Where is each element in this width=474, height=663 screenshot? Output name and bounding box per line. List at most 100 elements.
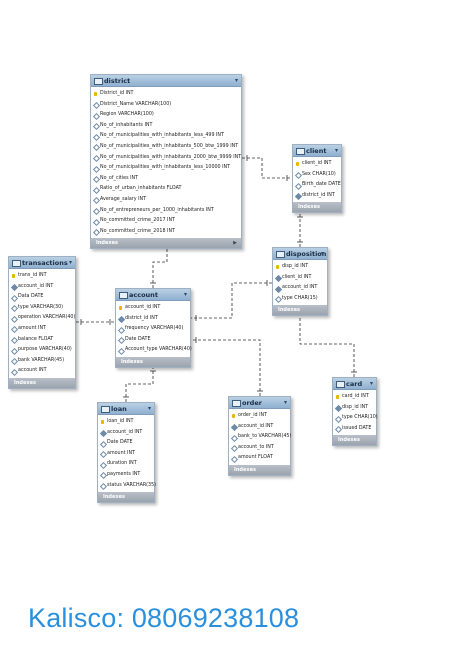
- column-icon: [10, 337, 19, 345]
- indexes-label: Indexes: [278, 307, 300, 314]
- table-header-transactions[interactable]: transactions▾: [9, 257, 75, 269]
- column-row[interactable]: No_of_inhabitants INT: [91, 121, 241, 132]
- column-row[interactable]: District_id INT: [91, 89, 241, 100]
- column-row[interactable]: Region VARCHAR(100): [91, 110, 241, 121]
- column-row[interactable]: Birth_date DATE: [293, 180, 341, 191]
- column-row[interactable]: Account_type VARCHAR(40): [116, 345, 192, 356]
- column-row[interactable]: trans_id INT: [9, 271, 75, 282]
- table-header-order[interactable]: order▾: [229, 397, 290, 409]
- chevron-down-icon[interactable]: ▾: [369, 380, 373, 387]
- table-header-disposition[interactable]: disposition▾: [273, 248, 327, 260]
- column-row[interactable]: Average_salary INT: [91, 195, 241, 206]
- column-row[interactable]: disp_id INT: [333, 403, 376, 414]
- column-row[interactable]: order_id INT: [229, 411, 290, 422]
- column-row[interactable]: amount INT: [98, 449, 154, 460]
- column-label: client_id INT: [282, 274, 312, 280]
- column-row[interactable]: District_Name VARCHAR(100): [91, 100, 241, 111]
- table-header-district[interactable]: district▾: [91, 75, 241, 87]
- column-row[interactable]: duration INT: [98, 459, 154, 470]
- chevron-down-icon[interactable]: ▾: [320, 250, 324, 257]
- column-row[interactable]: frequency VARCHAR(40): [116, 324, 190, 335]
- indexes-footer[interactable]: Indexes: [229, 464, 290, 475]
- column-row[interactable]: operation VARCHAR(40): [9, 313, 75, 324]
- chevron-down-icon[interactable]: ▾: [334, 147, 338, 154]
- chevron-down-icon[interactable]: ▾: [283, 399, 287, 406]
- chevron-down-icon[interactable]: ▾: [183, 291, 187, 298]
- chevron-down-icon[interactable]: ▾: [68, 259, 72, 266]
- column-row[interactable]: status VARCHAR(35): [98, 481, 156, 492]
- column-row[interactable]: Date DATE: [98, 438, 154, 449]
- column-label: Region VARCHAR(100): [100, 112, 154, 118]
- column-row[interactable]: district_id INT: [293, 191, 341, 202]
- column-label: type VARCHAR(30): [18, 304, 64, 310]
- chevron-down-icon[interactable]: ▾: [147, 405, 151, 412]
- column-row[interactable]: No_committed_crime_2018 INT: [91, 227, 241, 238]
- column-row[interactable]: type CHAR(10): [333, 413, 378, 424]
- column-row[interactable]: No_committed_crime_2017 INT: [91, 216, 241, 227]
- column-row[interactable]: account INT: [9, 366, 75, 377]
- chevron-down-icon[interactable]: ▾: [234, 77, 238, 84]
- column-row[interactable]: account_id INT: [116, 303, 190, 314]
- indexes-footer[interactable]: Indexes: [273, 305, 327, 316]
- table-header-account[interactable]: account▾: [116, 289, 190, 301]
- indexes-footer[interactable]: Indexes: [98, 492, 154, 503]
- column-row[interactable]: No_of_cities INT: [91, 174, 241, 185]
- indexes-footer[interactable]: Indexes: [9, 377, 75, 388]
- column-row[interactable]: type CHAR(15): [273, 294, 327, 305]
- column-row[interactable]: Date DATE: [116, 335, 190, 346]
- expand-arrow-icon[interactable]: ▶: [233, 240, 237, 247]
- table-header-loan[interactable]: loan▾: [98, 403, 154, 415]
- column-row[interactable]: account_id INT: [273, 283, 327, 294]
- column-row[interactable]: district_id INT: [116, 314, 190, 325]
- column-row[interactable]: No_of_municipalities_with_inhabitants_le…: [91, 131, 241, 142]
- column-row[interactable]: balance FLOAT: [9, 335, 75, 346]
- column-row[interactable]: loan_id INT: [98, 417, 154, 428]
- column-row[interactable]: bank_to VARCHAR(45): [229, 432, 291, 443]
- column-row[interactable]: Sex CHAR(10): [293, 170, 341, 181]
- column-row[interactable]: No_of_entrepreneurs_per_1000_inhabitants…: [91, 206, 241, 217]
- column-row[interactable]: bank VARCHAR(45): [9, 356, 75, 367]
- column-label: district_id INT: [302, 192, 335, 198]
- column-row[interactable]: account_id INT: [229, 422, 290, 433]
- column-row[interactable]: No_of_municipalities_with_inhabitants_le…: [91, 163, 241, 174]
- column-row[interactable]: card_id INT: [333, 392, 376, 403]
- column-label: No_of_municipalities_with_inhabitants_50…: [100, 143, 239, 149]
- column-row[interactable]: client_id INT: [273, 273, 327, 284]
- column-row[interactable]: type VARCHAR(30): [9, 303, 75, 314]
- column-row[interactable]: amount INT: [9, 324, 75, 335]
- column-label: duration INT: [107, 461, 137, 467]
- column-row[interactable]: No_of_municipalities_with_inhabitants_20…: [91, 153, 241, 164]
- table-icon: [232, 400, 241, 407]
- column-label: Date DATE: [125, 336, 151, 342]
- column-row[interactable]: Data DATE: [9, 292, 75, 303]
- indexes-footer[interactable]: Indexes▶: [91, 238, 241, 249]
- column-row[interactable]: payments INT: [98, 470, 154, 481]
- column-row[interactable]: account_to INT: [229, 443, 290, 454]
- table-header-client[interactable]: client▾: [293, 145, 341, 157]
- column-label: Birth_date DATE: [302, 182, 341, 188]
- column-label: Account_type VARCHAR(40): [125, 347, 192, 353]
- column-row[interactable]: No_of_municipalities_with_inhabitants_50…: [91, 142, 241, 153]
- column-row[interactable]: amount FLOAT: [229, 453, 290, 464]
- column-row[interactable]: account_id INT: [98, 428, 154, 439]
- column-row[interactable]: purpose VARCHAR(40): [9, 345, 75, 356]
- column-row[interactable]: Ratio_of_urban_inhabitants FLOAT: [91, 184, 241, 195]
- indexes-footer[interactable]: Indexes: [116, 356, 190, 367]
- column-row[interactable]: client_id INT: [293, 159, 341, 170]
- table-header-card[interactable]: card▾: [333, 378, 376, 390]
- indexes-footer[interactable]: Indexes: [333, 435, 376, 446]
- column-row[interactable]: issued DATE: [333, 424, 376, 435]
- indexes-footer[interactable]: Indexes: [293, 202, 341, 213]
- column-row[interactable]: account_id INT: [9, 282, 75, 293]
- column-icon: [92, 123, 101, 131]
- column-row[interactable]: disp_id INT: [273, 262, 327, 273]
